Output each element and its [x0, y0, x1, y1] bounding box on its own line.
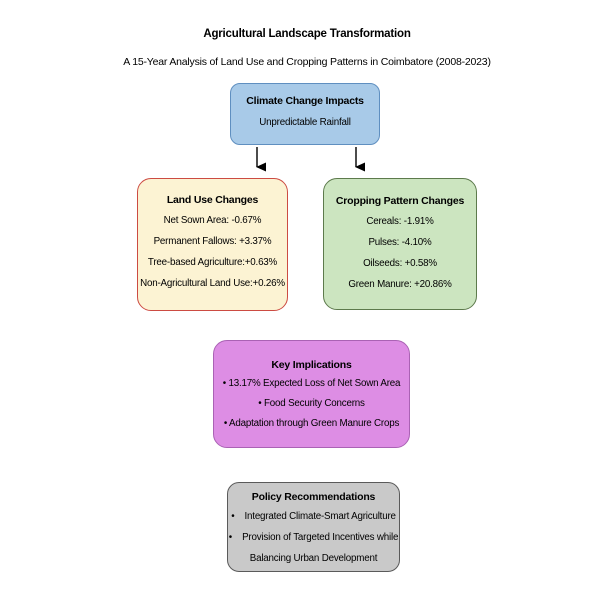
diagram-subtitle: A 15-Year Analysis of Land Use and Cropp…: [123, 56, 491, 68]
cropping-node-title: Cropping Pattern Changes: [335, 195, 465, 207]
land-use-node-title: Land Use Changes: [166, 194, 259, 206]
implication-green-manure-adaptation: • Adaptation through Green Manure Crops: [223, 418, 400, 429]
node-climate-change-impacts: Climate Change Impacts Unpredictable Rai…: [230, 83, 380, 145]
implication-net-sown-loss: • 13.17% Expected Loss of Net Sown Area: [222, 378, 401, 389]
land-use-stat-tree-based: Tree-based Agriculture:+0.63%: [147, 257, 278, 268]
implications-node-title: Key Implications: [271, 359, 352, 371]
policy-climate-smart-agriculture: • Integrated Climate-Smart Agriculture: [231, 511, 396, 522]
policy-targeted-incentives: • Provision of Targeted Incentives while: [228, 532, 399, 543]
node-policy-recommendations: Policy Recommendations • Integrated Clim…: [227, 482, 400, 572]
policy-balancing-urban-development: Balancing Urban Development: [249, 553, 378, 564]
cropping-stat-green-manure: Green Manure: +20.86%: [348, 279, 452, 290]
land-use-stat-net-sown-area: Net Sown Area: -0.67%: [163, 215, 262, 226]
cropping-stat-pulses: Pulses: -4.10%: [368, 237, 432, 248]
node-land-use-changes: Land Use Changes Net Sown Area: -0.67% P…: [137, 178, 288, 311]
climate-node-title: Climate Change Impacts: [246, 95, 364, 107]
land-use-stat-permanent-fallows: Permanent Fallows: +3.37%: [153, 236, 272, 247]
cropping-stat-oilseeds: Oilseeds: +0.58%: [363, 258, 437, 269]
node-cropping-pattern-changes: Cropping Pattern Changes Cereals: -1.91%…: [323, 178, 477, 310]
land-use-stat-non-agricultural: Non-Agricultural Land Use:+0.26%: [140, 278, 285, 289]
climate-node-line: Unpredictable Rainfall: [259, 117, 351, 128]
diagram-title: Agricultural Landscape Transformation: [203, 28, 411, 40]
implication-food-security: • Food Security Concerns: [258, 398, 365, 409]
policy-node-title: Policy Recommendations: [251, 491, 376, 503]
cropping-stat-cereals: Cereals: -1.91%: [366, 216, 434, 227]
node-key-implications: Key Implications • 13.17% Expected Loss …: [213, 340, 410, 448]
